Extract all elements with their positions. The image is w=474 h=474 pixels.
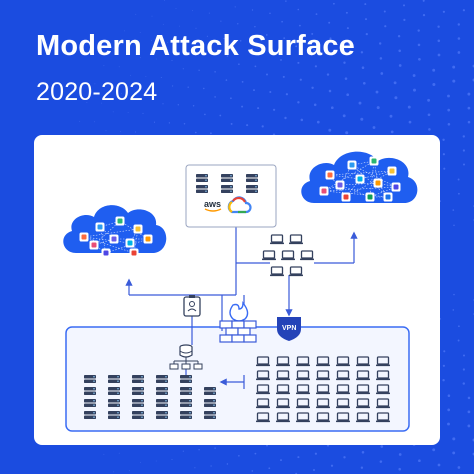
jira-icon	[373, 178, 383, 188]
blue-square-icon	[125, 238, 135, 248]
teams-icon	[365, 192, 375, 202]
dark-app-icon	[101, 248, 111, 258]
slack-icon	[387, 166, 397, 176]
gmail-icon	[319, 186, 329, 196]
office-icon	[347, 160, 357, 170]
box-icon	[341, 192, 351, 202]
remote-laptops	[261, 234, 315, 277]
zoom-icon	[355, 174, 365, 184]
page-subtitle: 2020-2024	[36, 78, 158, 106]
vpn-shield-icon: VPN	[277, 317, 301, 341]
onedrive-icon	[335, 180, 345, 190]
google-icon	[325, 170, 335, 180]
red-circle-icon	[143, 234, 153, 244]
google-cloud-icon	[227, 196, 252, 214]
cloud-provider-box: aws	[185, 164, 277, 228]
salesforce-icon	[129, 248, 139, 258]
left-saas-cloud	[63, 205, 167, 258]
purple-app-icon	[89, 240, 99, 250]
page-title: Modern Attack Surface	[36, 30, 355, 62]
dropbox-icon	[369, 156, 379, 166]
aws-logo: aws	[204, 199, 221, 209]
firewall-icon	[219, 301, 257, 343]
right-saas-cloud	[301, 151, 418, 203]
diagram-card: aws	[34, 135, 440, 445]
identity-badge-icon	[183, 295, 201, 317]
bolt-icon	[391, 182, 401, 192]
red-app-icon	[95, 222, 105, 232]
salesforce-icon	[383, 192, 393, 202]
yellow-app-icon	[109, 234, 119, 244]
grid-app-icon	[79, 232, 89, 242]
connection-lines	[125, 227, 358, 389]
attack-surface-diagram: aws	[63, 151, 418, 432]
green-app-icon	[133, 224, 143, 234]
directory-database-icon	[169, 344, 203, 370]
blue-app-icon	[115, 216, 125, 226]
svg-text:VPN: VPN	[282, 325, 296, 332]
